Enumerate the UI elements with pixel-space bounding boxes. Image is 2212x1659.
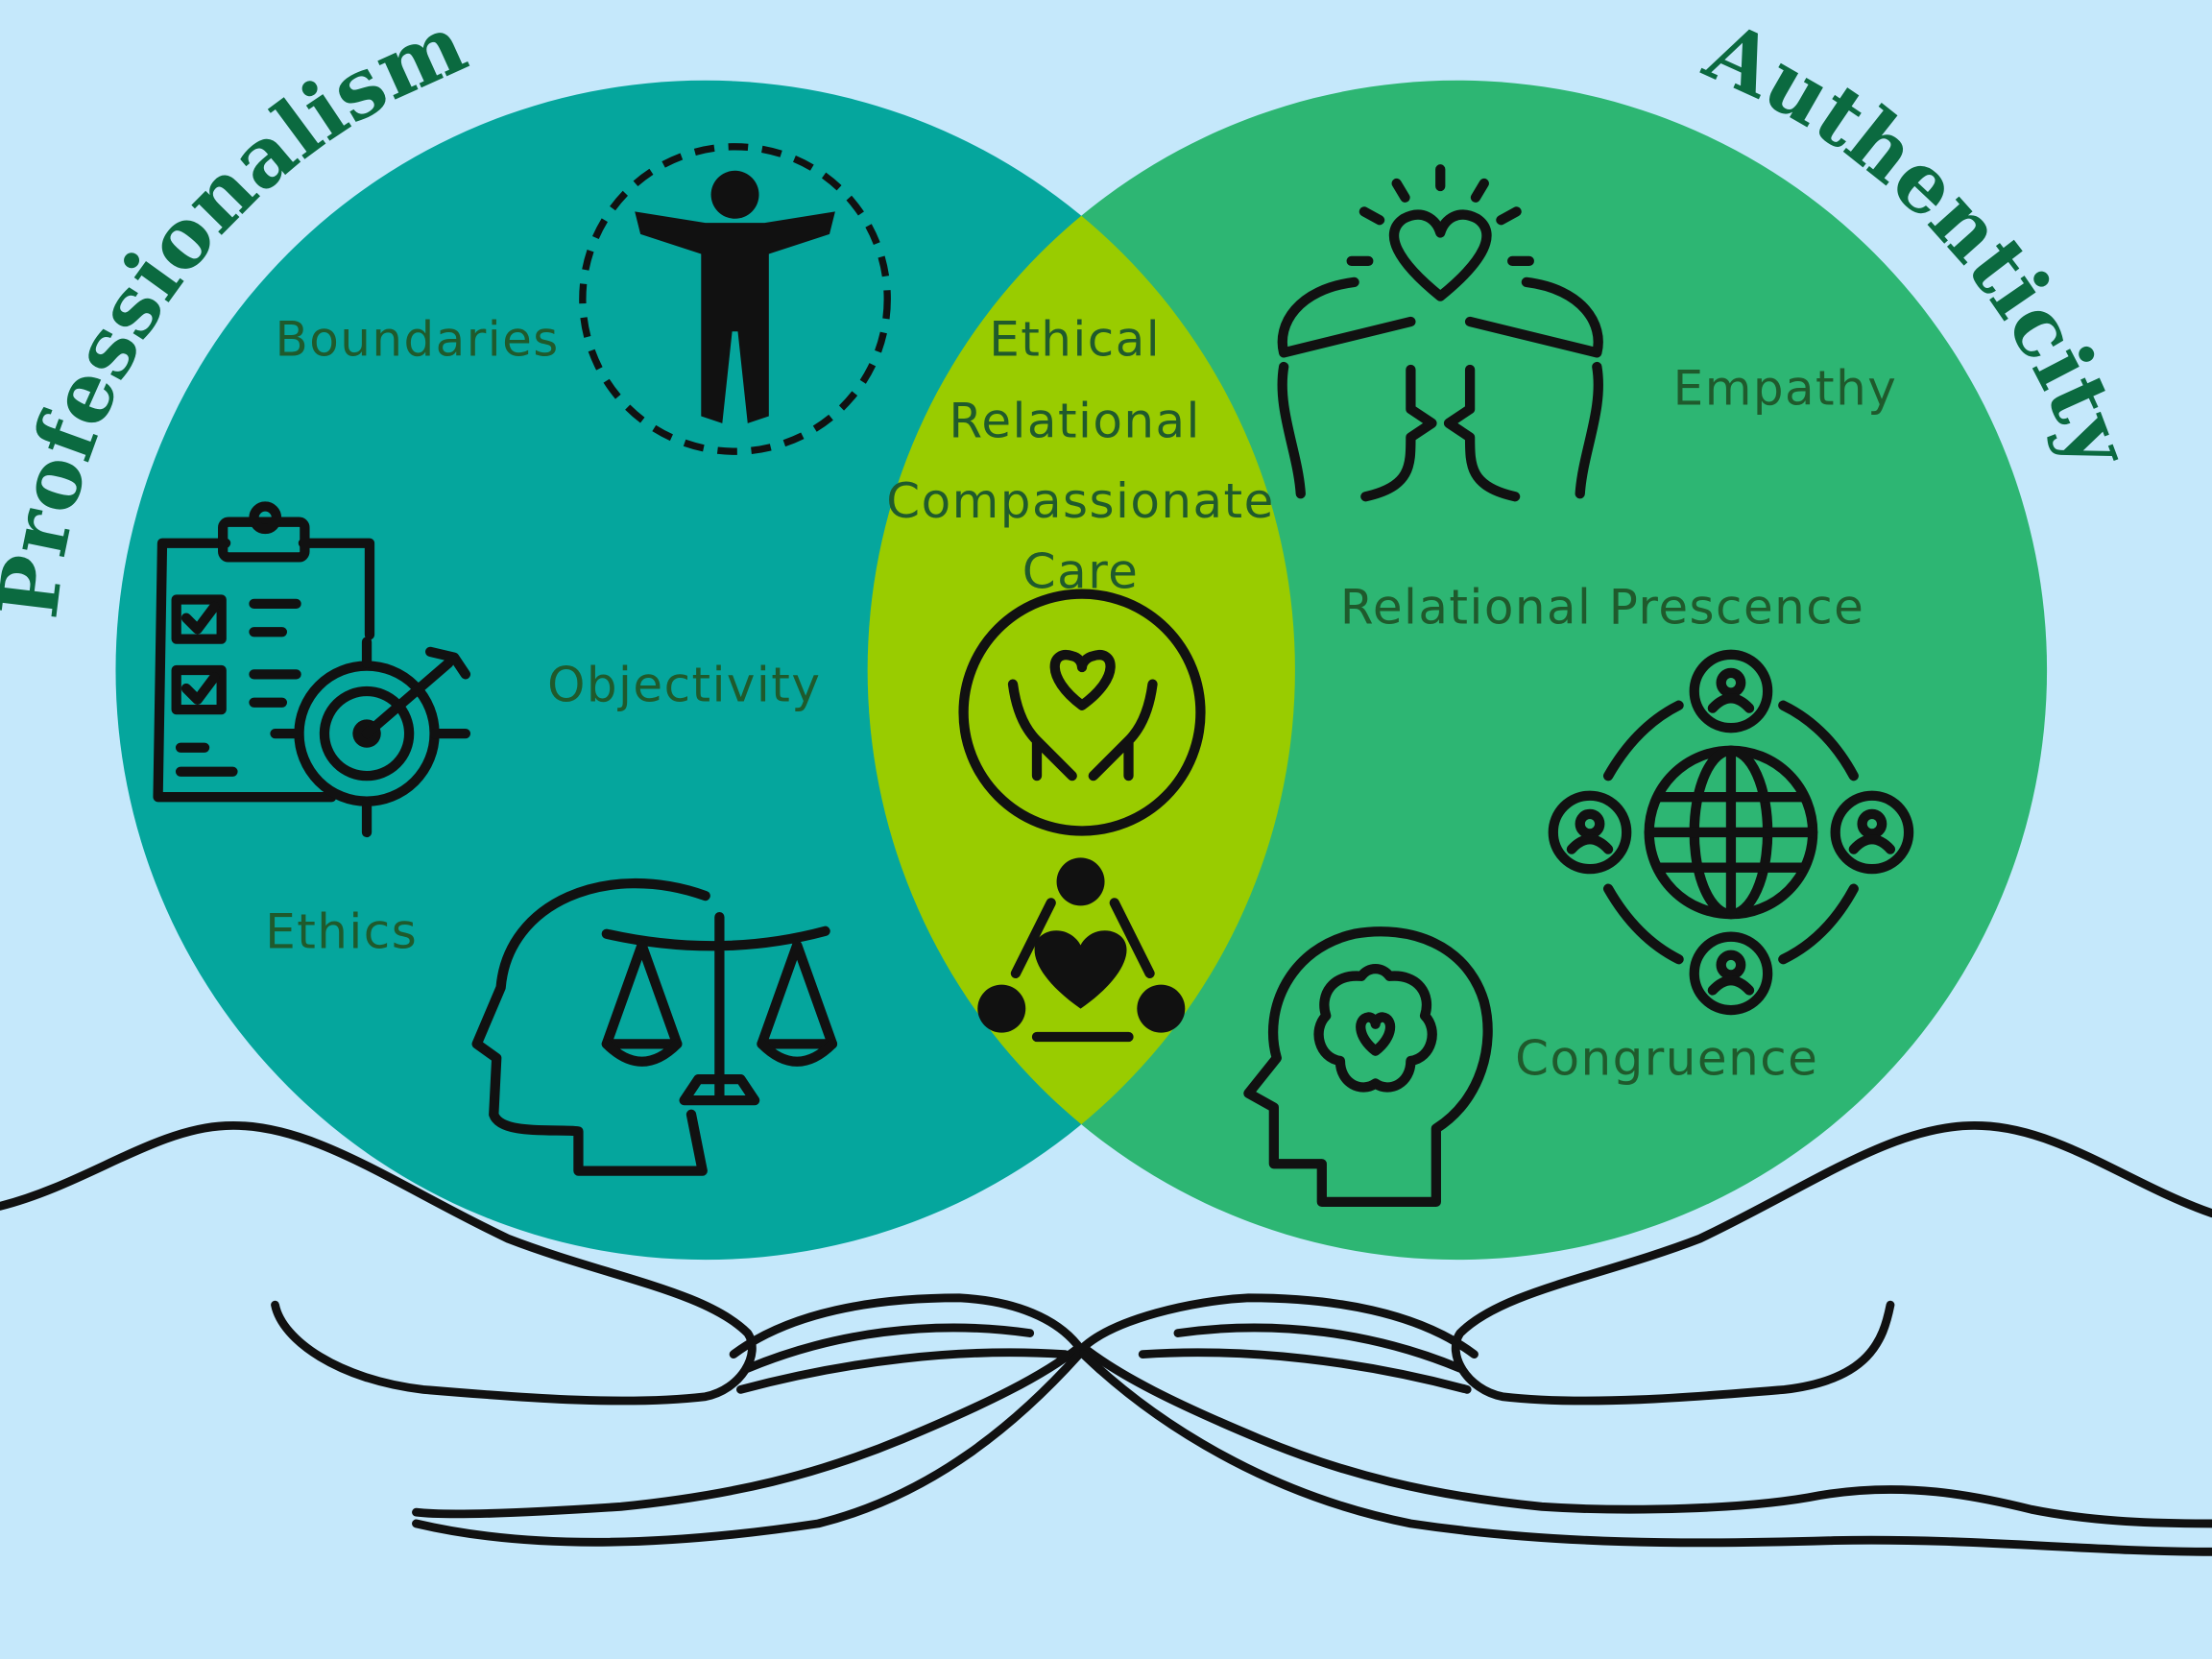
global-network-icon: [1548, 649, 1914, 1016]
label-ethics: Ethics: [265, 903, 418, 959]
label-boundaries: Boundaries: [276, 311, 560, 367]
caring-hands-heart-icon: [958, 589, 1206, 836]
label-ethical: Ethical: [989, 311, 1161, 367]
label-congruence: Congruence: [1515, 1031, 1818, 1087]
right-hand: [1451, 1121, 2212, 1406]
overlap-lens: [867, 80, 1295, 1261]
clipboard-target-icon: [153, 501, 471, 838]
label-objectivity: Objectivity: [547, 657, 821, 712]
label-compassionate: Compassionate: [886, 473, 1274, 529]
label-relational-presence: Relational Prescence: [1340, 579, 1864, 635]
head-brain-icon: [1243, 926, 1493, 1208]
left-hand: [0, 1121, 757, 1406]
open-hands-illustration: [0, 1121, 2212, 1556]
label-relational: Relational: [949, 394, 1200, 449]
label-empathy: Empathy: [1673, 361, 1898, 417]
empathy-heads-icon: [1277, 164, 1603, 502]
head-scales-icon: [471, 878, 838, 1176]
community-heart-icon: [977, 857, 1186, 1043]
person-boundary-icon: [579, 143, 891, 455]
